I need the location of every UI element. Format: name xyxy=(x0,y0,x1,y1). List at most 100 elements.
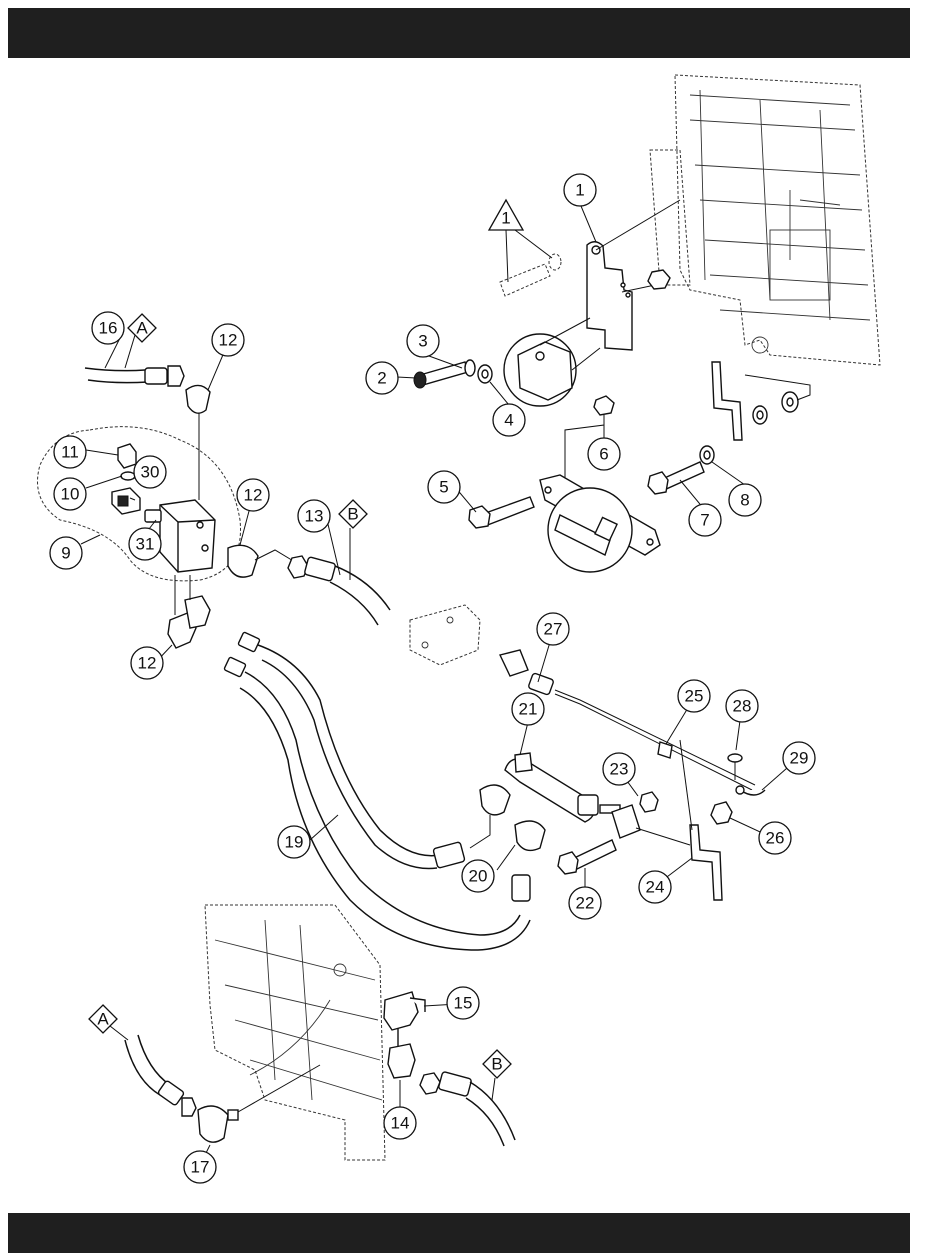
svg-text:19: 19 xyxy=(285,833,304,852)
svg-text:13: 13 xyxy=(305,507,324,526)
callout-12-low: 12 xyxy=(131,647,163,679)
svg-text:12: 12 xyxy=(138,654,157,673)
valve-body xyxy=(160,500,215,572)
svg-text:25: 25 xyxy=(685,687,704,706)
ref-diamond-a-bottom: A xyxy=(89,1005,128,1040)
bracket-part-24 xyxy=(690,825,722,900)
callout-1: 1 xyxy=(564,174,596,206)
bolt-part-7 xyxy=(648,462,704,494)
elbow-part-12-mid xyxy=(228,545,258,577)
washer-part-4 xyxy=(478,365,492,383)
tee-part-14 xyxy=(388,1028,415,1078)
callout-5: 5 xyxy=(428,471,460,503)
svg-text:B: B xyxy=(491,1055,502,1074)
callout-22: 22 xyxy=(569,887,601,919)
svg-text:8: 8 xyxy=(740,491,749,510)
bolt-part-2 xyxy=(414,362,468,388)
lower-frame-assembly xyxy=(205,905,385,1160)
hose-b-bottom xyxy=(420,1071,515,1146)
svg-text:14: 14 xyxy=(391,1114,410,1133)
upper-frame-assembly xyxy=(650,75,880,365)
callout-2: 2 xyxy=(366,362,398,394)
svg-text:24: 24 xyxy=(646,878,665,897)
callout-27: 27 xyxy=(537,613,569,645)
callout-12-mid: 12 xyxy=(237,479,269,511)
washers-right xyxy=(753,392,798,424)
svg-text:26: 26 xyxy=(766,829,785,848)
nut-part-23 xyxy=(640,792,658,812)
detail-circle-cylinder xyxy=(548,488,632,572)
svg-text:27: 27 xyxy=(544,620,563,639)
oring-part-10 xyxy=(121,472,135,480)
callout-9: 9 xyxy=(50,537,82,569)
cylinder-part-21 xyxy=(505,753,620,822)
callout-28: 28 xyxy=(726,690,758,722)
callout-19: 19 xyxy=(278,826,310,858)
callout-4: 4 xyxy=(493,404,525,436)
svg-text:22: 22 xyxy=(576,894,595,913)
svg-text:2: 2 xyxy=(377,369,386,388)
callout-13: 13 xyxy=(298,500,330,532)
callout-16: 16 xyxy=(92,312,124,344)
callout-14: 14 xyxy=(384,1107,416,1139)
callout-25: 25 xyxy=(678,680,710,712)
svg-text:12: 12 xyxy=(219,331,238,350)
svg-text:A: A xyxy=(97,1010,109,1029)
callout-24: 24 xyxy=(639,871,671,903)
washer-part-3 xyxy=(465,360,475,376)
svg-text:3: 3 xyxy=(418,332,427,351)
callout-31: 31 xyxy=(129,528,161,560)
svg-text:31: 31 xyxy=(136,535,155,554)
svg-text:21: 21 xyxy=(519,700,538,719)
svg-text:30: 30 xyxy=(141,463,160,482)
callout-15: 15 xyxy=(447,987,479,1019)
svg-text:12: 12 xyxy=(244,486,263,505)
bolt-part-5 xyxy=(469,497,534,528)
elbow-part-12-low-b xyxy=(185,596,210,628)
callout-8: 8 xyxy=(729,484,761,516)
screw-part-28 xyxy=(728,754,742,780)
callout-3: 3 xyxy=(407,325,439,357)
callout-17: 17 xyxy=(184,1151,216,1183)
callout-6: 6 xyxy=(588,438,620,470)
svg-text:1: 1 xyxy=(501,209,510,228)
svg-text:6: 6 xyxy=(599,445,608,464)
solenoid-part-30 xyxy=(112,488,140,514)
svg-text:7: 7 xyxy=(700,511,709,530)
callout-11: 11 xyxy=(54,436,86,468)
svg-text:4: 4 xyxy=(504,411,513,430)
callout-23: 23 xyxy=(603,753,635,785)
callout-20: 20 xyxy=(462,860,494,892)
svg-text:5: 5 xyxy=(439,478,448,497)
fitting-part-31 xyxy=(145,510,161,522)
cap-part-11 xyxy=(118,444,136,468)
nut-part-6 xyxy=(594,396,614,415)
callout-10: 10 xyxy=(54,478,86,510)
callout-12-top: 12 xyxy=(212,324,244,356)
nut-part-26 xyxy=(711,802,732,824)
svg-text:23: 23 xyxy=(610,760,629,779)
svg-text:20: 20 xyxy=(469,867,488,886)
elbow-part-17 xyxy=(198,1106,238,1142)
hose-part-16 xyxy=(85,366,184,386)
note-triangle-1: 1 xyxy=(489,200,552,282)
svg-text:17: 17 xyxy=(191,1158,210,1177)
svg-text:9: 9 xyxy=(61,544,70,563)
clamp-part-25 xyxy=(658,742,672,758)
hose-part-13 xyxy=(288,556,390,625)
callout-21: 21 xyxy=(512,693,544,725)
mount-bracket-top xyxy=(410,605,480,665)
hose-a-bottom xyxy=(125,1035,196,1116)
ref-diamond-b-bottom: B xyxy=(483,1050,511,1100)
ref-diamond-a-top: A xyxy=(125,314,156,368)
svg-text:15: 15 xyxy=(454,994,473,1013)
callout-26: 26 xyxy=(759,822,791,854)
svg-text:A: A xyxy=(136,319,148,338)
svg-text:10: 10 xyxy=(61,485,80,504)
bracket-part-1 xyxy=(587,242,632,350)
elbow-part-12-top xyxy=(186,385,210,413)
ref-diamond-b-top: B xyxy=(339,500,367,580)
callout-30: 30 xyxy=(134,456,166,488)
svg-text:29: 29 xyxy=(790,749,809,768)
